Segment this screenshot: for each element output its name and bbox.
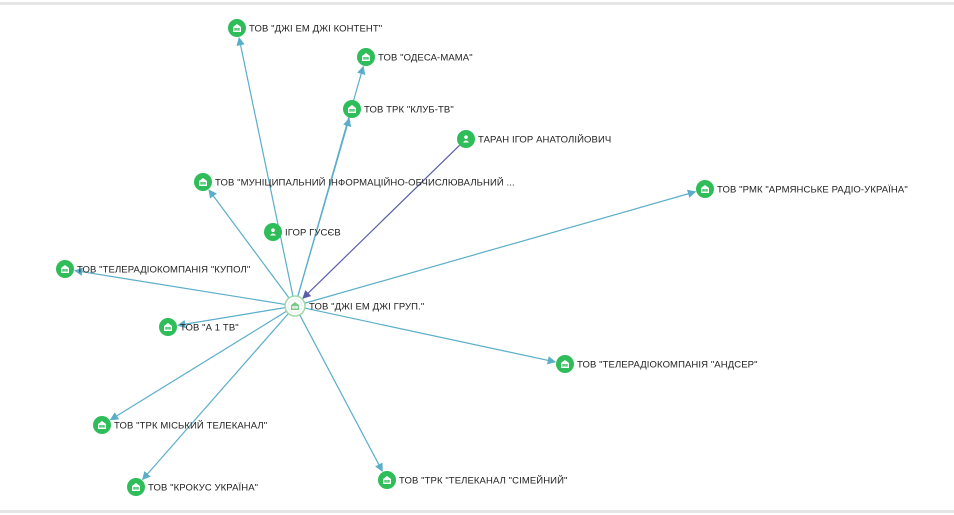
person-icon bbox=[270, 228, 276, 236]
building-icon bbox=[362, 53, 370, 61]
edge-center-n6 bbox=[304, 189, 697, 304]
node-label: ТОВ "А 1 ТВ" bbox=[180, 323, 239, 334]
graph-node-n9[interactable]: ТОВ "А 1 ТВ" bbox=[159, 318, 239, 336]
graph-node-n2[interactable]: ТОВ "ОДЕСА-МАМА" bbox=[357, 48, 473, 66]
building-icon bbox=[383, 476, 391, 484]
building-icon bbox=[199, 178, 207, 186]
graph-node-n12[interactable]: ТОВ "ТРК "ТЕЛЕКАНАЛ "СІМЕЙНИЙ" bbox=[378, 471, 568, 489]
node-label: ТОВ "ОДЕСА-МАМА" bbox=[378, 53, 473, 64]
edge-center-n13 bbox=[142, 313, 289, 481]
building-icon bbox=[291, 302, 299, 310]
edge-center-n5 bbox=[208, 189, 290, 299]
graph-node-n6[interactable]: ТОВ "РМК "АРМЯНСЬКЕ РАДІО-УКРАЇНА" bbox=[696, 180, 908, 198]
node-label: ТОВ "ТЕЛЕРАДІОКОМПАНІЯ "КУПОЛ" bbox=[77, 265, 250, 276]
graph-node-n8[interactable]: ТОВ "ТЕЛЕРАДІОКОМПАНІЯ "КУПОЛ" bbox=[56, 260, 250, 278]
node-label: ТОВ "ТЕЛЕРАДІОКОМПАНІЯ "АНДСЕР" bbox=[577, 360, 758, 371]
top-divider bbox=[0, 2, 954, 5]
node-label: ТОВ "РМК "АРМЯНСЬКЕ РАДІО-УКРАЇНА" bbox=[717, 185, 908, 196]
building-icon bbox=[561, 360, 569, 368]
node-label: ТОВ ТРК "КЛУБ-ТВ" bbox=[364, 105, 454, 116]
building-icon bbox=[98, 421, 106, 429]
node-layer: ТОВ "ДЖІ ЕМ ДЖІ КОНТЕНТ" ТОВ "ОДЕСА-МАМА"… bbox=[56, 19, 908, 496]
node-label: ІГОР ГУСЄВ bbox=[285, 228, 341, 239]
graph-node-n10[interactable]: ТОВ "ТЕЛЕРАДІОКОМПАНІЯ "АНДСЕР" bbox=[556, 355, 758, 373]
graph-node-n4[interactable]: ТАРАН ІГОР АНАТОЛІЙОВИЧ bbox=[457, 130, 611, 148]
person-icon bbox=[463, 135, 469, 143]
edge-center-n10 bbox=[304, 307, 557, 365]
bottom-divider bbox=[0, 510, 954, 513]
building-icon bbox=[348, 105, 356, 113]
edge-center-n9 bbox=[177, 307, 286, 329]
edge-center-n8 bbox=[74, 267, 286, 306]
building-icon bbox=[61, 265, 69, 273]
graph-node-n5[interactable]: ТОВ "МУНІЦИПАЛЬНИЙ ІНФОРМАЦІЙНО-ОБЧИСЛЮВ… bbox=[194, 173, 515, 191]
graph-node-n11[interactable]: ТОВ "ТРК МІСЬКИЙ ТЕЛЕКАНАЛ" bbox=[93, 416, 267, 434]
building-icon bbox=[132, 483, 140, 491]
node-label: ТОВ "КРОКУС УКРАЇНА" bbox=[148, 483, 258, 494]
node-label: ТОВ "ТРК "ТЕЛЕКАНАЛ "СІМЕЙНИЙ" bbox=[399, 475, 568, 487]
graph-node-n3[interactable]: ТОВ ТРК "КЛУБ-ТВ" bbox=[343, 100, 454, 118]
edge-center-n11 bbox=[109, 310, 287, 421]
edge-center-n1 bbox=[236, 36, 294, 297]
node-label: ТОВ "ДЖІ ЕМ ДЖІ КОНТЕНТ" bbox=[249, 24, 382, 35]
node-label: ТАРАН ІГОР АНАТОЛІЙОВИЧ bbox=[478, 134, 611, 146]
graph-node-n1[interactable]: ТОВ "ДЖІ ЕМ ДЖІ КОНТЕНТ" bbox=[228, 19, 382, 37]
building-icon bbox=[233, 24, 241, 32]
building-icon bbox=[164, 323, 172, 331]
graph-node-n7[interactable]: ІГОР ГУСЄВ bbox=[264, 223, 341, 241]
building-icon bbox=[701, 185, 709, 193]
graph-node-n13[interactable]: ТОВ "КРОКУС УКРАЇНА" bbox=[127, 478, 258, 496]
node-label: ТОВ "ТРК МІСЬКИЙ ТЕЛЕКАНАЛ" bbox=[114, 420, 267, 432]
edge-n4-center bbox=[302, 144, 460, 299]
node-label: ТОВ "ДЖІ ЕМ ДЖІ ГРУП." bbox=[309, 302, 424, 313]
edge-center-n12 bbox=[299, 314, 383, 472]
graph-node-center[interactable]: ТОВ "ДЖІ ЕМ ДЖІ ГРУП." bbox=[284, 295, 424, 317]
node-label: ТОВ "МУНІЦИПАЛЬНИЙ ІНФОРМАЦІЙНО-ОБЧИСЛЮВ… bbox=[215, 177, 515, 189]
edge-center-n3 bbox=[297, 117, 352, 297]
